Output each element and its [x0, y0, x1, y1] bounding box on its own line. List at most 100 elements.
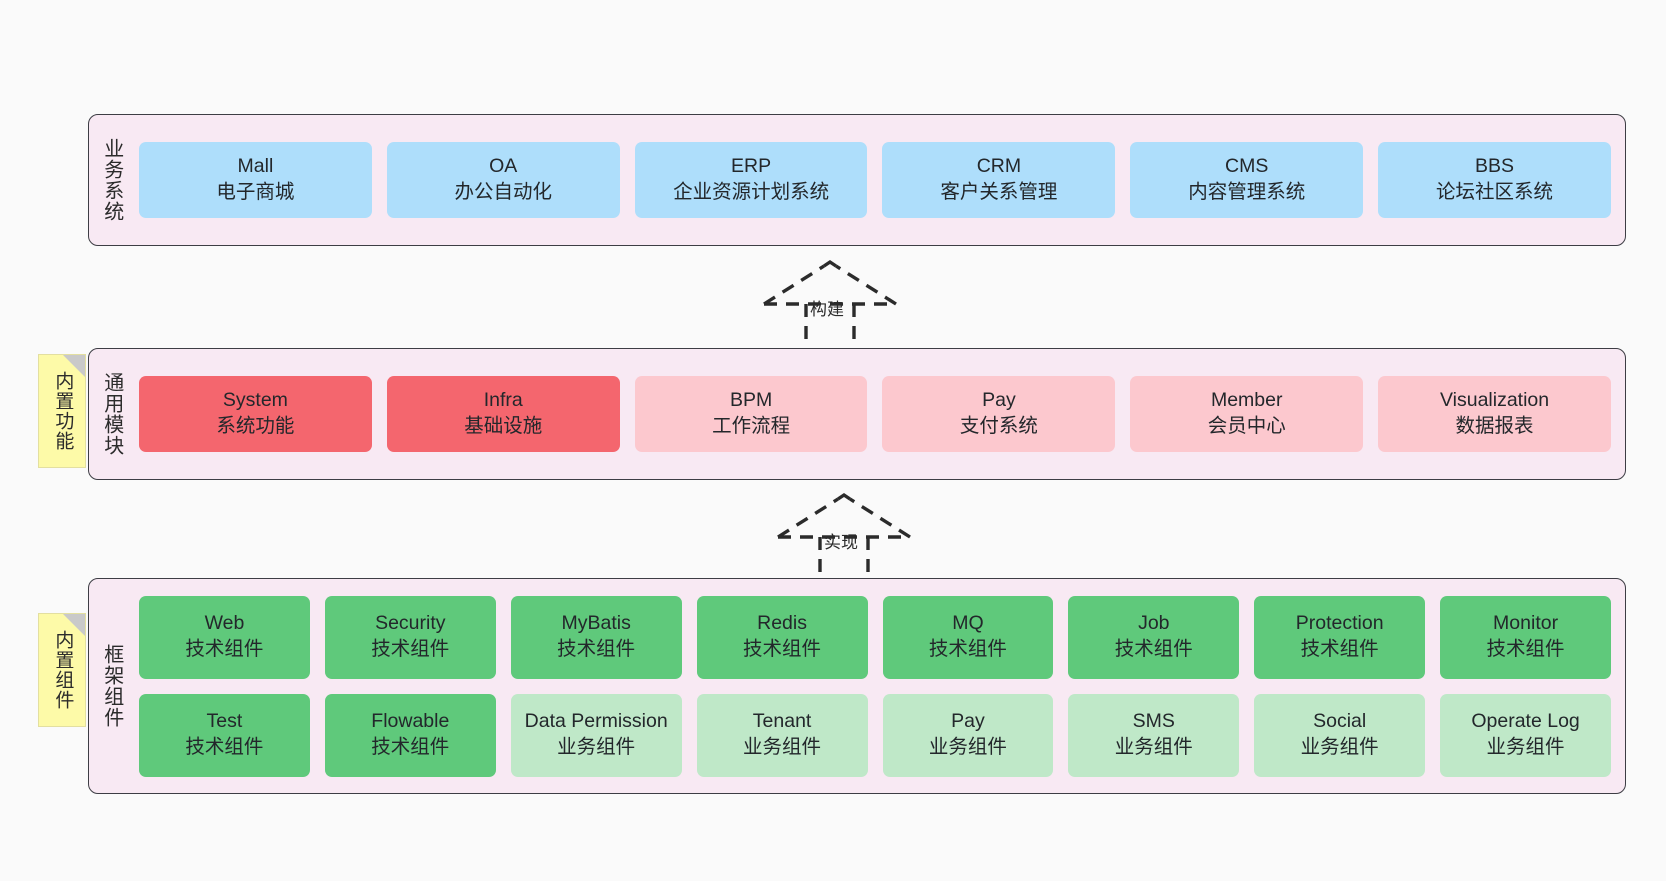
node-social[interactable]: Social 业务组件 [1254, 693, 1426, 777]
node-title: Tenant [752, 710, 812, 733]
node-subtitle: 客户关系管理 [940, 181, 1058, 203]
note-label: 内置功能 [52, 371, 74, 451]
node-title: Security [375, 612, 446, 635]
connector-implement: 实现 [772, 492, 916, 583]
node-title: Mall [237, 155, 274, 178]
node-row: Web 技术组件 Security 技术组件 MyBatis 技术组件 Redi… [139, 595, 1611, 679]
node-subtitle: 技术组件 [557, 638, 636, 660]
node-system[interactable]: System 系统功能 [139, 376, 372, 452]
node-subtitle: 业务组件 [1486, 736, 1565, 758]
node-web[interactable]: Web 技术组件 [139, 595, 310, 679]
note-builtin-features: 内置功能 [38, 354, 86, 468]
layer-body-business-systems: Mall 电子商城 OA 办公自动化 ERP 企业资源计划系统 CRM 客户关系… [133, 115, 1625, 245]
node-flowable[interactable]: Flowable 技术组件 [324, 693, 496, 777]
node-test[interactable]: Test 技术组件 [139, 693, 310, 777]
node-security[interactable]: Security 技术组件 [324, 595, 496, 679]
node-subtitle: 技术组件 [185, 638, 264, 660]
node-title: Test [206, 710, 243, 733]
node-pay[interactable]: Pay 支付系统 [882, 376, 1116, 452]
node-title: Flowable [371, 710, 450, 733]
node-title: MQ [952, 612, 984, 635]
layer-title-framework-components: 框架组件 [100, 644, 123, 728]
node-subtitle: 业务组件 [1114, 736, 1193, 758]
layer-business-systems: 业务系统 Mall 电子商城 OA 办公自动化 ERP 企业资源计划系统 CRM… [88, 114, 1626, 246]
node-subtitle: 技术组件 [185, 736, 264, 758]
node-subtitle: 技术组件 [1300, 638, 1379, 660]
node-crm[interactable]: CRM 客户关系管理 [882, 142, 1116, 218]
node-bbs[interactable]: BBS 论坛社区系统 [1378, 142, 1611, 218]
node-cms[interactable]: CMS 内容管理系统 [1130, 142, 1364, 218]
node-member[interactable]: Member 会员中心 [1130, 376, 1364, 452]
node-row: Test 技术组件 Flowable 技术组件 Data Permission … [139, 693, 1611, 777]
node-subtitle: 技术组件 [371, 638, 450, 660]
connector-build-label: 构建 [810, 300, 844, 319]
node-subtitle: 内容管理系统 [1188, 181, 1306, 203]
node-title: Social [1313, 710, 1367, 733]
node-title: System [222, 389, 288, 412]
node-title: Protection [1295, 612, 1384, 635]
node-title: Visualization [1439, 389, 1550, 412]
node-subtitle: 业务组件 [743, 736, 822, 758]
node-title: Member [1210, 389, 1283, 412]
node-operate-log[interactable]: Operate Log 业务组件 [1440, 693, 1611, 777]
layer-common-modules: 通用模块 System 系统功能 Infra 基础设施 BPM 工作流程 Pay… [88, 348, 1626, 480]
node-subtitle: 技术组件 [928, 638, 1007, 660]
node-title: CRM [976, 155, 1022, 178]
node-title: Data Permission [524, 710, 668, 733]
note-builtin-components: 内置组件 [38, 613, 86, 727]
dashed-generalization-arrow-icon [763, 259, 897, 350]
node-subtitle: 系统功能 [216, 415, 295, 437]
node-row: System 系统功能 Infra 基础设施 BPM 工作流程 Pay 支付系统… [139, 376, 1611, 452]
node-subtitle: 支付系统 [959, 415, 1038, 437]
node-title: ERP [731, 155, 772, 178]
node-title: BPM [729, 389, 773, 412]
connector-build: 构建 [758, 259, 902, 350]
node-visualization[interactable]: Visualization 数据报表 [1378, 376, 1611, 452]
node-row: Mall 电子商城 OA 办公自动化 ERP 企业资源计划系统 CRM 客户关系… [139, 142, 1611, 218]
layer-framework-components: 框架组件 Web 技术组件 Security 技术组件 MyBatis 技术组件… [88, 578, 1626, 794]
node-subtitle: 业务组件 [928, 736, 1007, 758]
node-subtitle: 基础设施 [464, 415, 543, 437]
node-subtitle: 技术组件 [1486, 638, 1565, 660]
node-redis[interactable]: Redis 技术组件 [696, 595, 868, 679]
node-title: SMS [1132, 710, 1175, 733]
node-subtitle: 论坛社区系统 [1436, 181, 1554, 203]
node-subtitle: 业务组件 [1300, 736, 1379, 758]
node-sms[interactable]: SMS 业务组件 [1068, 693, 1240, 777]
node-title: Web [204, 612, 245, 635]
layer-body-common-modules: System 系统功能 Infra 基础设施 BPM 工作流程 Pay 支付系统… [133, 349, 1625, 479]
node-subtitle: 电子商城 [216, 181, 295, 203]
node-mall[interactable]: Mall 电子商城 [139, 142, 372, 218]
node-subtitle: 企业资源计划系统 [673, 181, 830, 203]
note-label: 内置组件 [52, 630, 74, 710]
node-infra[interactable]: Infra 基础设施 [386, 376, 620, 452]
layer-title-common-modules: 通用模块 [100, 372, 123, 456]
node-mybatis[interactable]: MyBatis 技术组件 [510, 595, 682, 679]
node-title: BBS [1475, 155, 1515, 178]
node-title: Redis [757, 612, 807, 635]
node-subtitle: 技术组件 [1114, 638, 1193, 660]
note-fold-corner-icon [63, 355, 85, 377]
node-pay-business[interactable]: Pay 业务组件 [882, 693, 1054, 777]
node-erp[interactable]: ERP 企业资源计划系统 [634, 142, 868, 218]
node-subtitle: 技术组件 [371, 736, 450, 758]
node-monitor[interactable]: Monitor 技术组件 [1440, 595, 1611, 679]
node-subtitle: 业务组件 [557, 736, 636, 758]
node-oa[interactable]: OA 办公自动化 [386, 142, 620, 218]
node-title: Job [1138, 612, 1170, 635]
node-data-permission[interactable]: Data Permission 业务组件 [510, 693, 682, 777]
node-title: MyBatis [561, 612, 631, 635]
node-job[interactable]: Job 技术组件 [1068, 595, 1240, 679]
node-protection[interactable]: Protection 技术组件 [1254, 595, 1426, 679]
note-fold-corner-icon [63, 614, 85, 636]
dashed-generalization-arrow-icon [777, 492, 911, 583]
node-title: Pay [982, 389, 1016, 412]
node-subtitle: 工作流程 [712, 415, 791, 437]
node-bpm[interactable]: BPM 工作流程 [634, 376, 868, 452]
node-title: Pay [951, 710, 985, 733]
node-mq[interactable]: MQ 技术组件 [882, 595, 1054, 679]
node-title: Monitor [1493, 612, 1559, 635]
node-tenant[interactable]: Tenant 业务组件 [696, 693, 868, 777]
node-subtitle: 数据报表 [1455, 415, 1534, 437]
node-title: CMS [1225, 155, 1269, 178]
